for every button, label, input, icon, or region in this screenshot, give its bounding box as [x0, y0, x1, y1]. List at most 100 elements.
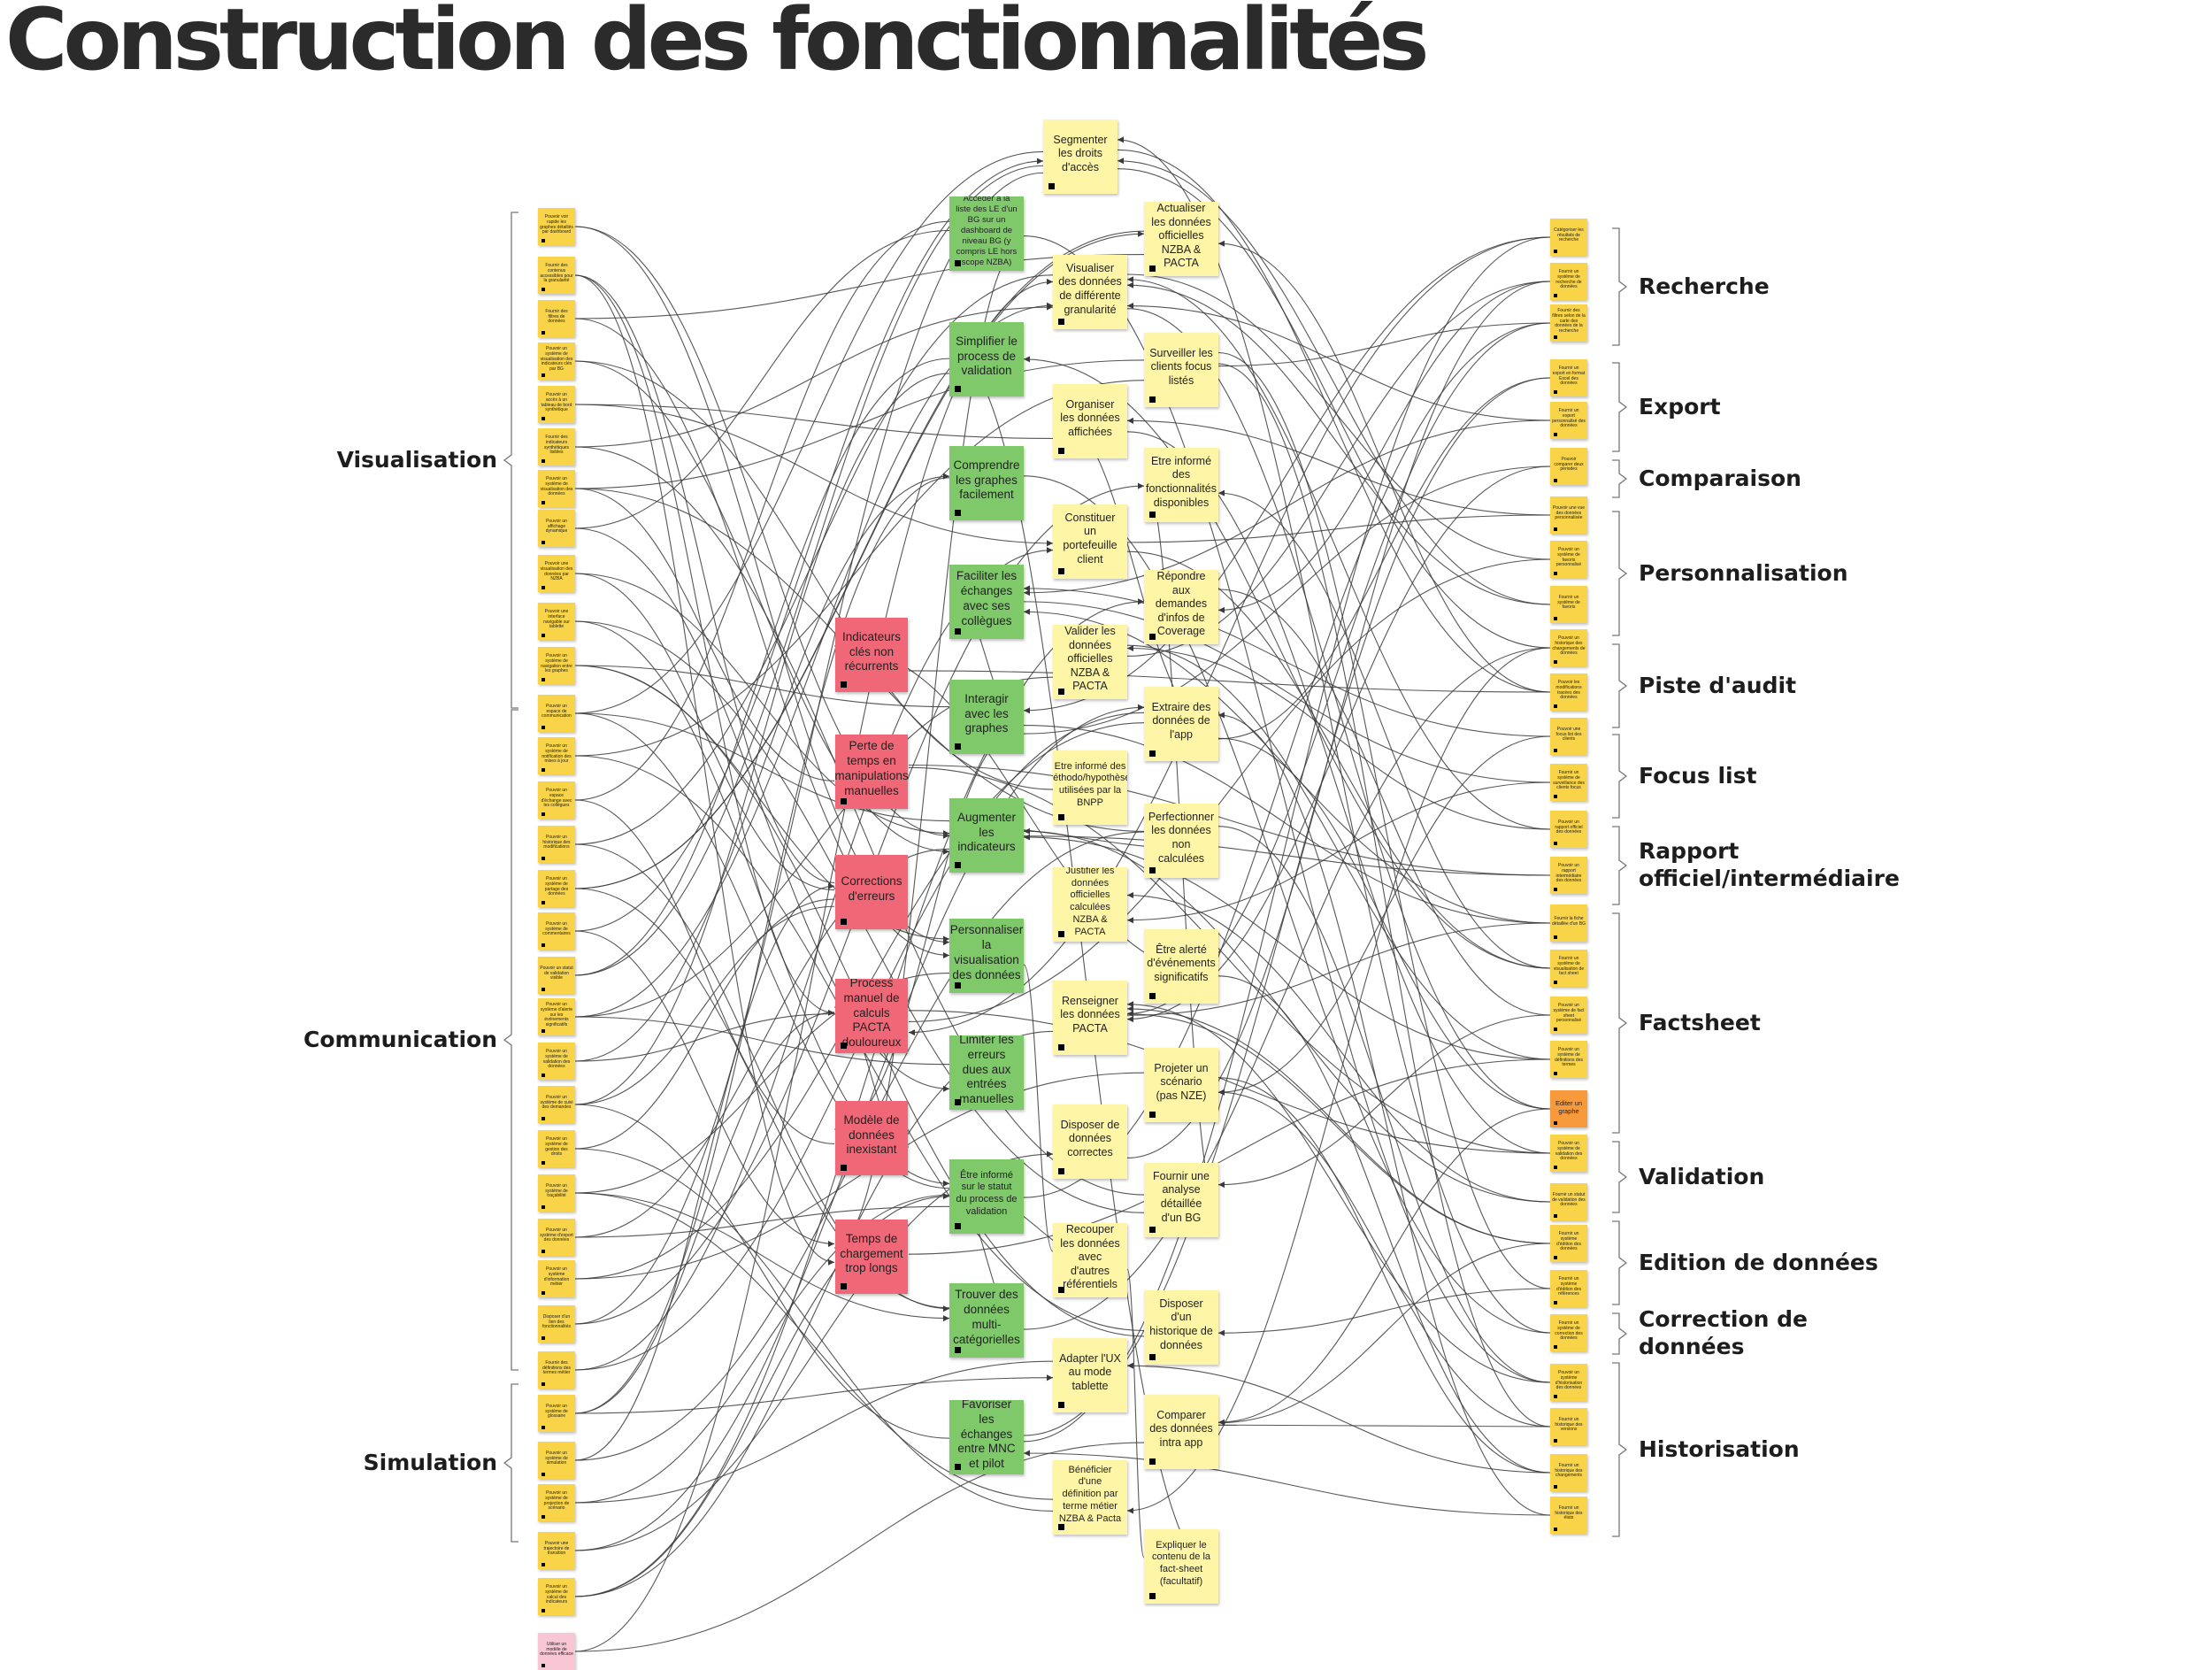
sticky-note-left[interactable]: Pouvoir un espace d'échange avec les col… [538, 781, 575, 819]
sticky-note-right[interactable]: Fournir un système de correction des don… [1550, 1314, 1587, 1351]
sticky-note-c35[interactable]: Trouver des données multi-catégorielles [949, 1283, 1024, 1358]
sticky-note-left[interactable]: Fournir des filtres de données [538, 300, 575, 337]
sticky-note-right[interactable]: Fournir un historique des changements [1550, 1454, 1587, 1491]
sticky-note-c29[interactable]: Modèle de données inexistant [835, 1101, 908, 1175]
sticky-note-c11[interactable]: Faciliter les échanges avec ses collègue… [949, 565, 1024, 639]
sticky-note-left[interactable]: Disposer d'un lien des fonctionnalités [538, 1305, 575, 1343]
sticky-note-c10[interactable]: Constituer un portefeuille client [1053, 504, 1127, 579]
sticky-note-right[interactable]: Editer un graphe [1550, 1090, 1587, 1127]
sticky-note-left[interactable]: Pouvoir un système de suivi des demandes [538, 1086, 575, 1123]
sticky-note-left[interactable]: Pouvoir un système de projection de scén… [538, 1484, 575, 1521]
sticky-note-left[interactable]: Pouvoir une interface navigable sur tabl… [538, 603, 575, 640]
sticky-note-c26[interactable]: Renseigner les données PACTA [1053, 981, 1127, 1055]
sticky-note-right[interactable]: Fournir un statut de validation des donn… [1550, 1183, 1587, 1220]
sticky-note-left[interactable]: Fournir des indicateurs synthétiques lis… [538, 428, 575, 466]
sticky-note-right[interactable]: Fournir un système d'édition des référen… [1550, 1270, 1587, 1307]
sticky-note-right[interactable]: Fournir un historique des états [1550, 1497, 1587, 1534]
sticky-note-right[interactable]: Pouvoir les modifications tracées des do… [1550, 673, 1587, 711]
sticky-note-left[interactable]: Pouvoir un accès à un tableau de bord sy… [538, 386, 575, 423]
sticky-note-c12[interactable]: Répondre aux demandes d'infos de Coverag… [1144, 570, 1218, 644]
sticky-note-right[interactable]: Pouvoir un système de favoris personnali… [1550, 541, 1587, 578]
sticky-note-left[interactable]: Fournir des définitions des termes métie… [538, 1351, 575, 1389]
sticky-note-c16[interactable]: Extraire des données de l'app [1144, 687, 1218, 761]
sticky-note-c8[interactable]: Comprendre les graphes facilement [949, 446, 1024, 520]
sticky-note-left[interactable]: Pouvoir un affichage dynamique [538, 510, 575, 547]
sticky-note-c20[interactable]: Perfectionner les données non calculées [1144, 804, 1218, 878]
sticky-note-left[interactable]: Pouvoir un système de commentaires [538, 912, 575, 950]
sticky-note-right[interactable]: Pouvoir un système de validation des don… [1550, 1135, 1587, 1172]
sticky-note-left[interactable]: Pouvoir un système de traçabilité [538, 1174, 575, 1212]
sticky-note-left[interactable]: Pouvoir une trajectoire de transition [538, 1532, 575, 1569]
sticky-note-right[interactable]: Pouvoir une focus list des clients [1550, 718, 1587, 755]
sticky-note-c17[interactable]: Perte de temps en manipulations manuelle… [835, 735, 908, 809]
sticky-note-right[interactable]: Pouvoir un rapport officiel des données [1550, 811, 1587, 848]
sticky-note-left[interactable]: Fournir des contenus accessibles pour la… [538, 257, 575, 294]
sticky-note-right[interactable]: Fournir la fiche détaillée d'un BG [1550, 904, 1587, 942]
sticky-note-c18[interactable]: Etre informé des méthodo/hypothèses util… [1053, 750, 1127, 825]
sticky-note-c21[interactable]: Corrections d'erreurs [835, 855, 908, 929]
sticky-note-right[interactable]: Pouvoir une vue des données personnalisé… [1550, 496, 1587, 534]
sticky-note-c13[interactable]: Indicateurs clés non récurrents [835, 618, 908, 692]
sticky-note-left[interactable]: Pouvoir un système d'export des données [538, 1219, 575, 1256]
sticky-note-c14[interactable]: Valider les données officielles NZBA & P… [1053, 625, 1127, 699]
sticky-note-left[interactable]: Pouvoir un système de simulation [538, 1442, 575, 1479]
sticky-note-c27[interactable]: Limiter les erreurs dues aux entrées man… [949, 1035, 1024, 1110]
sticky-note-right[interactable]: Pouvoir un historique des changements de… [1550, 629, 1587, 666]
sticky-note-c38[interactable]: Favoriser les échanges entre MNC et pilo… [949, 1400, 1024, 1474]
sticky-note-left[interactable]: Pouvoir un espace de communication [538, 695, 575, 732]
sticky-note-left[interactable]: Pouvoir voir rapide les graphes détaillé… [538, 208, 575, 245]
sticky-note-left[interactable]: Pouvoir un système de validation des don… [538, 1043, 575, 1080]
sticky-note-c6[interactable]: Surveiller les clients focus listés [1144, 333, 1218, 407]
sticky-note-c41[interactable]: Expliquer le contenu de la fact-sheet (f… [1144, 1529, 1218, 1604]
sticky-note-right[interactable]: Fournir un système de surveillance des c… [1550, 764, 1587, 801]
sticky-note-c3[interactable]: Actualiser les données officielles NZBA … [1144, 202, 1218, 276]
sticky-note-c32[interactable]: Fournir une analyse détaillée d'un BG [1144, 1163, 1218, 1237]
sticky-note-left[interactable]: Pouvoir un système d'alerte sur les évén… [538, 998, 575, 1035]
sticky-note-c1[interactable]: Segmenter les droits d'accès [1043, 119, 1118, 194]
sticky-note-c34[interactable]: Recouper les données avec d'autres référ… [1053, 1223, 1127, 1297]
sticky-note-c33[interactable]: Temps de chargement trop longs [835, 1220, 908, 1294]
sticky-note-right[interactable]: Fournir un système de favoris [1550, 586, 1587, 623]
sticky-note-c9[interactable]: Etre informé des fonctionnalités disponi… [1144, 448, 1218, 522]
sticky-note-left[interactable]: Pouvoir un statut de validation visible [538, 957, 575, 994]
sticky-note-left[interactable]: Pouvoir une visualisation des données pa… [538, 555, 575, 592]
sticky-note-left[interactable]: Pouvoir un système de gestion des droits [538, 1130, 575, 1167]
sticky-note-left[interactable]: Pouvoir un historique des modifications [538, 826, 575, 863]
sticky-note-c7[interactable]: Organiser les données affichées [1053, 384, 1127, 458]
sticky-note-c5[interactable]: Simplifier le process de validation [949, 322, 1024, 396]
sticky-note-c30[interactable]: Disposer de données correctes [1053, 1104, 1127, 1179]
sticky-note-right[interactable]: Fournir un export personnalisé des donné… [1550, 402, 1587, 439]
sticky-note-right[interactable]: Fournir des filtres selon de la carte de… [1550, 304, 1587, 342]
sticky-note-c39[interactable]: Comparer des données intra app [1144, 1395, 1218, 1469]
sticky-note-c15[interactable]: Interagir avec les graphes [949, 680, 1024, 754]
sticky-note-c31[interactable]: Être informé sur le statut du process de… [949, 1159, 1024, 1234]
sticky-note-left[interactable]: Pouvoir un système de visualisation des … [538, 342, 575, 380]
sticky-note-right[interactable]: Pouvoir un système de définitions des te… [1550, 1041, 1587, 1078]
sticky-note-c28[interactable]: Projeter un scénario (pas NZE) [1144, 1048, 1218, 1122]
sticky-note-left[interactable]: Pouvoir un système de notification des m… [538, 737, 575, 774]
sticky-note-right[interactable]: Pouvoir un système d'historisation des d… [1550, 1364, 1587, 1401]
sticky-note-left[interactable]: Pouvoir un système de calcul des indicat… [538, 1578, 575, 1615]
sticky-note-right[interactable]: Pouvoir un système de fact sheet personn… [1550, 997, 1587, 1034]
sticky-note-c23[interactable]: Personnaliser la visualisation des donné… [949, 919, 1024, 993]
sticky-note-c25[interactable]: Process manuel de calculs PACTA douloure… [835, 979, 908, 1053]
sticky-note-c2[interactable]: Accéder à la liste des LE d'un BG sur un… [949, 196, 1024, 271]
sticky-note-left[interactable]: Utiliser un modèle de données efficace [538, 1633, 575, 1670]
sticky-note-left[interactable]: Pouvoir un système de visualisation des … [538, 470, 575, 507]
sticky-note-c19[interactable]: Augmenter les indicateurs [949, 798, 1024, 873]
sticky-note-right[interactable]: Fournir un système de recherche de donné… [1550, 263, 1587, 300]
sticky-note-right[interactable]: Fournir un système d'édition des données [1550, 1225, 1587, 1262]
sticky-note-right[interactable]: Pouvoir comparer deux périodes [1550, 448, 1587, 485]
sticky-note-right[interactable]: Catégoriser les résultats de recherche [1550, 219, 1587, 256]
sticky-note-right[interactable]: Pouvoir un rapport intermédiaire des don… [1550, 857, 1587, 894]
sticky-note-c36[interactable]: Disposer d'un historique de données [1144, 1290, 1218, 1365]
sticky-note-c22[interactable]: Justifier les données officielles calcul… [1053, 867, 1127, 942]
sticky-note-left[interactable]: Pouvoir un système d'information métier [538, 1260, 575, 1297]
sticky-note-right[interactable]: Fournir un système de visualisation de f… [1550, 950, 1587, 987]
sticky-note-left[interactable]: Pouvoir un système de navigation entre l… [538, 647, 575, 684]
sticky-note-c40[interactable]: Bénéficier d'une définition par terme mé… [1053, 1460, 1127, 1535]
sticky-note-left[interactable]: Pouvoir un système de partage des donnée… [538, 870, 575, 907]
sticky-note-left[interactable]: Pouvoir un système de glossaire [538, 1395, 575, 1432]
sticky-note-right[interactable]: Fournir un historique des versions [1550, 1408, 1587, 1445]
sticky-note-right[interactable]: Fournir un export en format Excel des do… [1550, 359, 1587, 396]
